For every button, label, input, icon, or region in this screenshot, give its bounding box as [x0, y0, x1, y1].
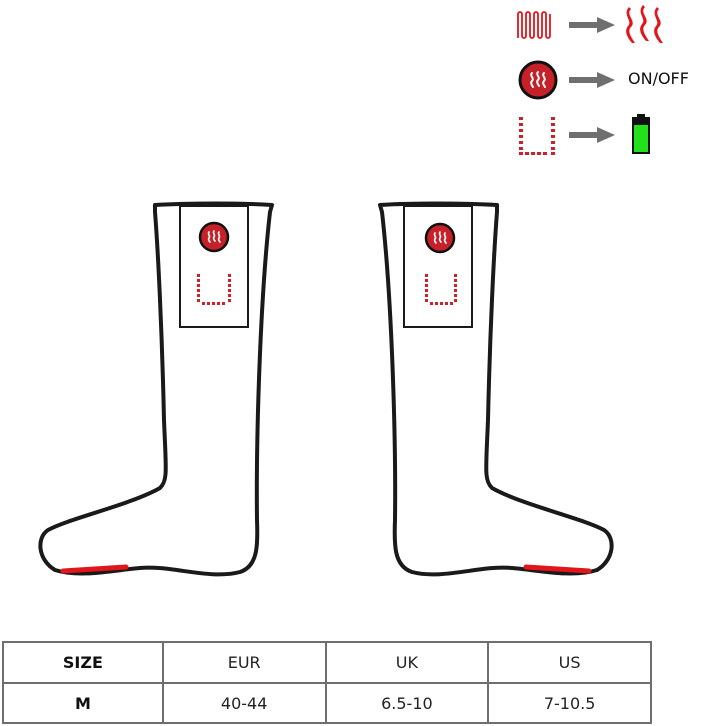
cell-size: M: [2, 682, 164, 724]
cell-eur: 40-44: [161, 682, 327, 724]
cell-uk: 6.5-10: [324, 682, 490, 724]
heat-waves-icon: [626, 5, 663, 43]
battery-pocket-icon: [519, 117, 555, 155]
on-off-label: ON/OFF: [628, 69, 689, 88]
power-button-icon: [518, 60, 558, 100]
right-sock: [378, 201, 614, 577]
header-eur: EUR: [161, 641, 327, 684]
header-us: US: [487, 641, 652, 684]
battery-pocket-icon: [425, 274, 457, 305]
cell-us: 7-10.5: [487, 682, 652, 724]
battery-icon: [632, 114, 650, 154]
table-header-row: SIZE EUR UK US: [2, 641, 652, 684]
size-table: SIZE EUR UK US M 40-44 6.5-10 7-10.5: [2, 641, 652, 724]
arrow-icon: [569, 17, 615, 33]
arrow-icon: [569, 72, 615, 88]
socks-illustration: [38, 201, 614, 577]
heating-element-icon: [517, 11, 551, 39]
table-row: M 40-44 6.5-10 7-10.5: [2, 682, 652, 724]
power-button-icon: [198, 221, 230, 253]
power-button-icon: [424, 222, 456, 254]
header-size: SIZE: [2, 641, 164, 684]
left-sock: [38, 201, 274, 577]
header-uk: UK: [324, 641, 490, 684]
battery-pocket-icon: [197, 274, 231, 305]
arrow-icon: [569, 127, 615, 143]
